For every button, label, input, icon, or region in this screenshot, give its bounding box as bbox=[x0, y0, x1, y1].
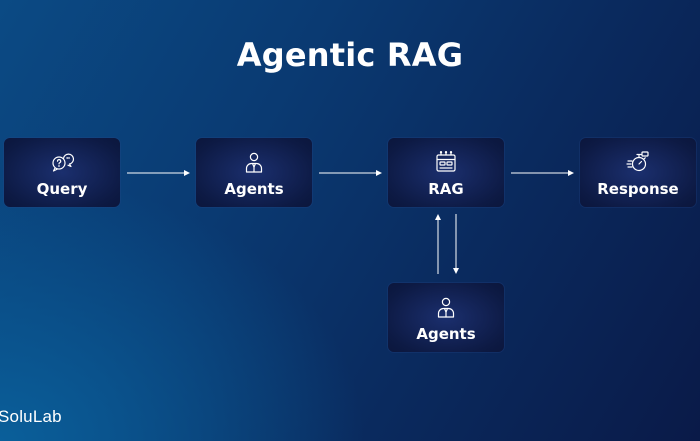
node-agents-bottom[interactable]: Agents bbox=[388, 283, 504, 352]
node-response[interactable]: Response bbox=[580, 138, 696, 207]
node-response-label: Response bbox=[597, 180, 679, 198]
node-agents-top-label: Agents bbox=[224, 180, 284, 198]
agent-person-icon bbox=[196, 150, 312, 174]
node-query-label: Query bbox=[36, 180, 88, 198]
agent-person-icon bbox=[388, 295, 504, 319]
diagram-title: Agentic RAG bbox=[236, 36, 464, 74]
node-rag[interactable]: RAG bbox=[388, 138, 504, 207]
rag-server-icon bbox=[388, 150, 504, 174]
response-stopwatch-icon bbox=[580, 150, 696, 174]
node-agents-top[interactable]: Agents bbox=[196, 138, 312, 207]
brand-logo-text: SoluLab bbox=[0, 407, 62, 426]
question-chat-icon bbox=[4, 150, 120, 174]
node-rag-label: RAG bbox=[428, 180, 464, 198]
node-query[interactable]: Query bbox=[4, 138, 120, 207]
node-agents-bottom-label: Agents bbox=[416, 325, 476, 343]
